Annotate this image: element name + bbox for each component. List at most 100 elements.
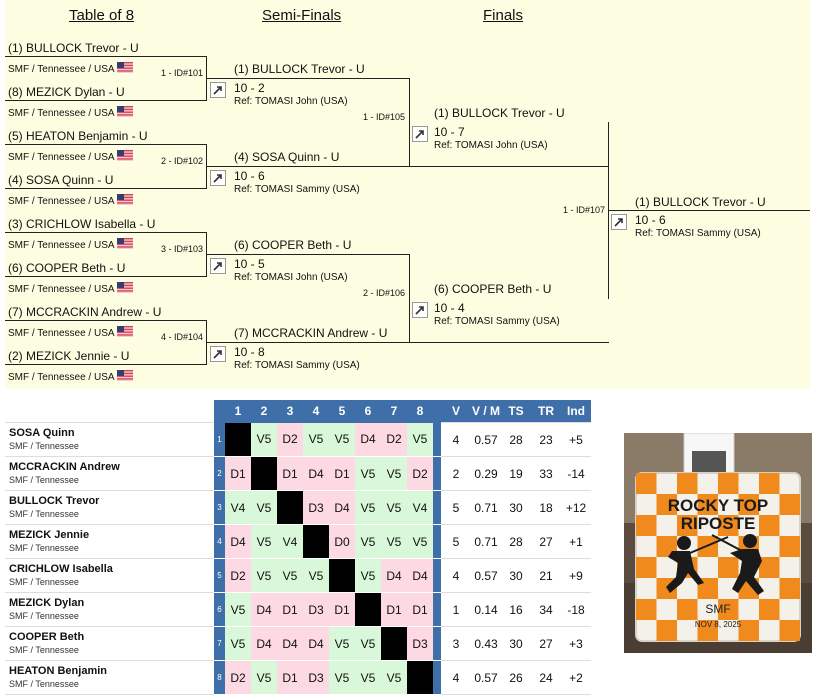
pool-gap (433, 626, 441, 661)
medal-image: ROCKY TOP RIPOSTE SMF NOV 8, 2025 (624, 432, 812, 653)
pool-bout-cell: D4 (225, 524, 251, 559)
bracket-line (409, 78, 410, 167)
pool-self-cell (329, 558, 355, 593)
pool-col-header: 5 (329, 400, 355, 423)
pool-stat-header: V / M (471, 400, 501, 423)
pool-stat-cell: 3 (441, 626, 471, 661)
pool-stat-cell: 0.57 (471, 422, 501, 457)
pool-col-header: 1 (225, 400, 251, 423)
pool-col-header: 8 (407, 400, 433, 423)
pool-row-number: 5 (214, 558, 225, 593)
header-table-of-8: Table of 8 (69, 7, 135, 24)
referee-icon[interactable] (210, 82, 226, 98)
pool-fencer-name: MEZICK Jennie (9, 529, 90, 541)
fencer-affiliation: SMF / Tennessee / USA (8, 150, 133, 163)
pool-bout-cell: V5 (303, 422, 329, 457)
pool-stat-cell: 0.14 (471, 592, 501, 627)
champion-name: (1) BULLOCK Trevor - U (635, 195, 766, 209)
pool-bout-cell: V5 (355, 490, 381, 525)
pool-stat-cell: 4 (441, 660, 471, 695)
bracket-line (5, 144, 206, 145)
pool-stat-cell: 28 (501, 524, 531, 559)
referee-name: Ref: TOMASI Sammy (USA) (635, 228, 761, 239)
pool-bout-cell: D1 (277, 456, 303, 491)
medal-photo: ROCKY TOP RIPOSTE SMF NOV 8, 2025 (624, 432, 812, 653)
referee-icon[interactable] (611, 214, 627, 230)
match-score: 10 - 2 (234, 81, 265, 95)
pool-self-cell (407, 660, 433, 695)
referee-icon[interactable] (412, 126, 428, 142)
pool-stat-cell: 28 (501, 422, 531, 457)
pool-bout-cell: D3 (303, 490, 329, 525)
medal-title-2: RIPOSTE (681, 514, 756, 533)
pool-bout-cell: V5 (355, 524, 381, 559)
referee-icon[interactable] (210, 170, 226, 186)
pool-bout-cell: V5 (303, 558, 329, 593)
pool-fencer-affiliation: SMF / Tennessee (9, 645, 79, 655)
pool-bout-cell: V5 (251, 660, 277, 695)
pool-stat-header: TR (531, 400, 561, 423)
pool-fencer-name: COOPER Beth (9, 631, 85, 643)
pool-bout-cell: V4 (277, 524, 303, 559)
pool-bout-cell: V5 (355, 660, 381, 695)
pool-bout-cell: V5 (277, 558, 303, 593)
pool-fencer-name: HEATON Benjamin (9, 665, 107, 677)
pool-self-cell (251, 456, 277, 491)
pool-fencer-name: CRICHLOW Isabella (9, 563, 113, 575)
referee-name: Ref: TOMASI Sammy (USA) (434, 316, 560, 327)
pool-stat-cell: 0.71 (471, 490, 501, 525)
semi-winner-name: (6) COOPER Beth - U (234, 238, 352, 252)
referee-icon[interactable] (210, 258, 226, 274)
pool-stat-cell: 4 (441, 558, 471, 593)
pool-stat-cell: 27 (531, 626, 561, 661)
pool-header-name-spacer (5, 400, 214, 423)
medal-title-1: ROCKY TOP (668, 496, 768, 515)
pool-stat-header: Ind (561, 400, 591, 423)
pool-col-header: 4 (303, 400, 329, 423)
affiliation-text: SMF / Tennessee / USA (8, 64, 115, 75)
referee-icon[interactable] (412, 302, 428, 318)
pool-bout-cell: D4 (251, 592, 277, 627)
pool-bout-cell: V5 (251, 524, 277, 559)
pool-col-header: 7 (381, 400, 407, 423)
pool-row-number: 3 (214, 490, 225, 525)
pool-row-number: 2 (214, 456, 225, 491)
pool-bout-cell: V5 (355, 456, 381, 491)
pool-bout-cell: D1 (277, 592, 303, 627)
pool-bout-cell: V5 (381, 660, 407, 695)
pool-stat-header: TS (501, 400, 531, 423)
bracket-line (5, 100, 206, 101)
pool-stat-cell: +12 (561, 490, 591, 525)
pool-stat-cell: 16 (501, 592, 531, 627)
usa-flag-icon (116, 238, 133, 249)
pool-stat-cell: 34 (531, 592, 561, 627)
pool-stat-cell: +3 (561, 626, 591, 661)
pool-fencer-affiliation: SMF / Tennessee (9, 543, 79, 553)
usa-flag-icon (116, 106, 133, 117)
affiliation-text: SMF / Tennessee / USA (8, 372, 115, 383)
pool-bout-cell: V5 (381, 490, 407, 525)
fencer-name: (6) COOPER Beth - U (8, 261, 126, 275)
pool-stat-cell: 5 (441, 524, 471, 559)
pool-bout-cell: V5 (407, 524, 433, 559)
bracket-panel: Table of 8 Semi-Finals Finals (1) BULLOC… (5, 0, 810, 389)
fencer-affiliation: SMF / Tennessee / USA (8, 238, 133, 251)
pool-bout-cell: D4 (303, 456, 329, 491)
pool-col-header: 3 (277, 400, 303, 423)
pool-self-cell (277, 490, 303, 525)
pool-bout-cell: V5 (251, 422, 277, 457)
header-finals: Finals (483, 7, 524, 24)
semi-winner-name: (7) MCCRACKIN Andrew - U (234, 326, 388, 340)
referee-icon[interactable] (210, 346, 226, 362)
pool-bout-cell: V5 (381, 524, 407, 559)
pool-stat-cell: 26 (501, 660, 531, 695)
pool-bout-cell: D1 (329, 456, 355, 491)
bracket-line (5, 56, 206, 57)
pool-bout-cell: D4 (251, 626, 277, 661)
